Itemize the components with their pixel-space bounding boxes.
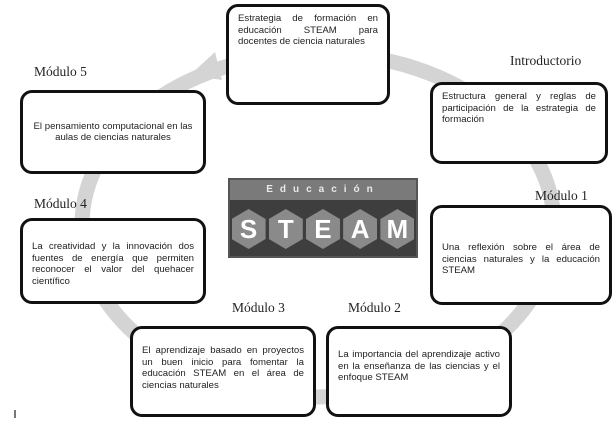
box-modulo-2: La importancia del aprendizaje activo en… <box>326 326 512 417</box>
cycle-arrowhead-icon <box>190 52 222 80</box>
box-modulo-3-text: El aprendizaje basado en proyectos un bu… <box>142 345 304 391</box>
logo-letter-e: E <box>305 209 340 249</box>
logo-letter-s: S <box>231 209 266 249</box>
label-modulo-5: Módulo 5 <box>34 64 87 79</box>
box-modulo-4: La creatividad y la innovación dos fuent… <box>20 218 206 304</box>
logo-letter-t: T <box>268 209 303 249</box>
box-modulo-5: El pensamiento computacional en las aula… <box>20 90 206 174</box>
box-strategy-title: Estrategia de formación en educación STE… <box>226 4 390 105</box>
box-modulo-1-text: Una reflexión sobre el área de ciencias … <box>442 242 600 276</box>
logo-letters: S T E A M <box>230 202 416 256</box>
logo-letter-a: A <box>343 209 378 249</box>
box-modulo-2-text: La importancia del aprendizaje activo en… <box>338 349 500 383</box>
box-modulo-5-text: El pensamiento computacional en las aula… <box>33 120 193 144</box>
box-strategy-text: Estrategia de formación en educación STE… <box>238 13 378 47</box>
logo-top-text: Educación <box>230 180 416 200</box>
box-modulo-3: El aprendizaje basado en proyectos un bu… <box>130 326 316 417</box>
box-introductorio: Estructura general y reglas de participa… <box>430 82 608 164</box>
box-modulo-4-text: La creatividad y la innovación dos fuent… <box>32 241 194 287</box>
label-modulo-2: Módulo 2 <box>348 300 401 315</box>
label-modulo-1: Módulo 1 <box>535 188 588 203</box>
label-introductorio: Introductorio <box>510 53 582 68</box>
logo-letter-m: M <box>380 209 415 249</box>
label-modulo-4: Módulo 4 <box>34 196 87 211</box>
label-modulo-3: Módulo 3 <box>232 300 285 315</box>
educacion-steam-logo: Educación S T E A M <box>228 178 418 258</box>
box-introductorio-text: Estructura general y reglas de participa… <box>442 91 596 125</box>
edge-mark <box>14 410 16 418</box>
box-modulo-1: Una reflexión sobre el área de ciencias … <box>430 205 612 305</box>
